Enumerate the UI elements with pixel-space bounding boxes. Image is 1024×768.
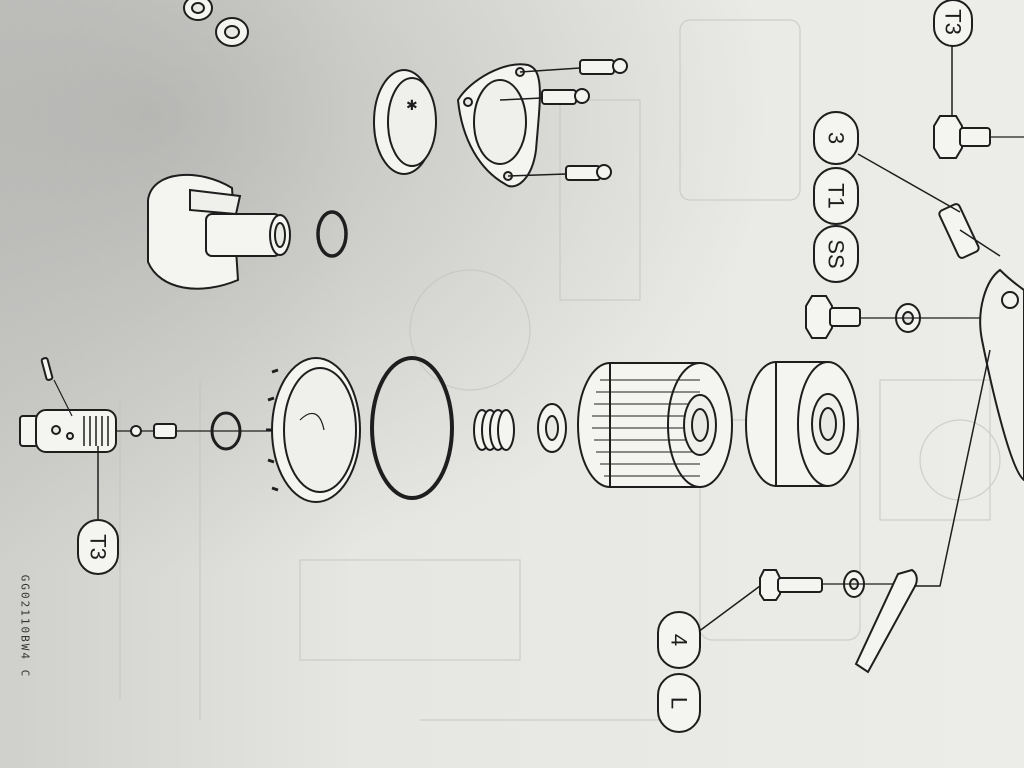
callout-ss: SS	[824, 239, 849, 268]
callout-4: 4	[667, 634, 692, 646]
callout-circles	[77, 0, 973, 733]
oil-filter-element	[577, 362, 733, 488]
callout-leaders	[97, 44, 961, 633]
callout-t3-top: T3	[941, 9, 966, 35]
bleed-through-lines	[119, 19, 1001, 721]
callout-t1: T1	[824, 183, 849, 209]
hose-clamp-bracket	[854, 568, 918, 674]
check-ball	[130, 425, 142, 437]
svg-text:✱: ✱	[406, 98, 418, 114]
small-o-ring	[316, 210, 348, 258]
bolt-o-ring	[210, 411, 242, 451]
top-plug-bolt	[933, 115, 1024, 159]
engine-housing-fragment	[979, 268, 1024, 482]
callout-t3-bolt: T3	[86, 534, 111, 560]
banjo-pin-line	[53, 379, 73, 417]
filter-cover	[266, 357, 361, 503]
cover-bolt-1	[519, 58, 628, 75]
small-nut-1	[183, 0, 213, 21]
figure-code: GG02110BW4 C	[18, 574, 32, 679]
spring-washer-hole	[545, 415, 559, 441]
check-spring	[153, 423, 177, 439]
callout-3: 3	[824, 132, 849, 144]
bracket-leader	[914, 349, 991, 587]
bracket-bolt	[759, 569, 823, 601]
cover-plate	[456, 63, 541, 188]
small-nut-2	[215, 17, 249, 47]
banjo-bolt	[19, 409, 117, 453]
filter-spring	[473, 409, 515, 451]
filter-cartridge	[745, 361, 859, 487]
outlet-fitting	[147, 173, 291, 290]
cover-bolt-3	[507, 164, 612, 181]
banjo-pin	[40, 357, 54, 381]
callout-l: L	[667, 697, 692, 709]
cover-bolt-2	[499, 88, 590, 105]
cover-cap: ✱	[373, 69, 437, 175]
drain-bolt	[805, 295, 861, 339]
diagram-parts: ✱	[19, 0, 1024, 674]
pressure-switch	[938, 203, 1001, 259]
large-o-ring	[370, 356, 454, 500]
